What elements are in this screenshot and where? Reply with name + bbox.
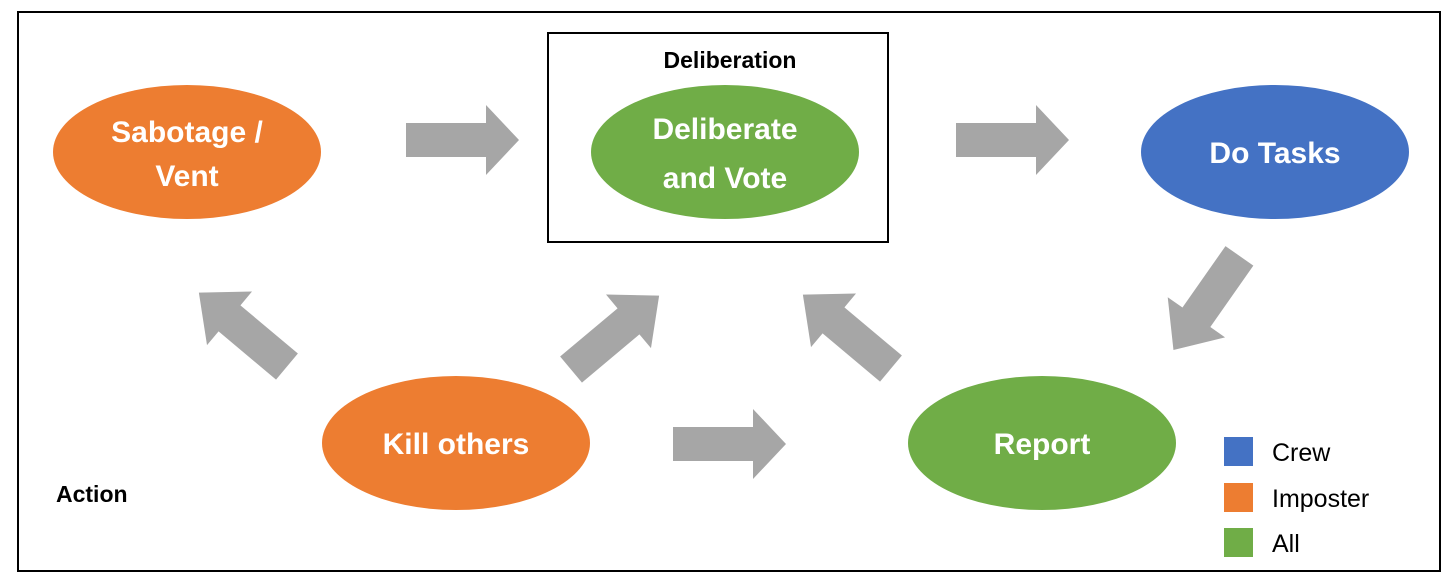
arrow-do-tasks-to-report	[1167, 246, 1254, 351]
deliberation-caption: Deliberation	[664, 47, 797, 73]
node-kill-others: Kill others	[322, 376, 590, 510]
legend-swatch-imposter	[1224, 483, 1253, 512]
legend-swatch-crew	[1224, 437, 1253, 466]
legend: Crew Imposter All	[1224, 437, 1369, 558]
legend-swatch-all	[1224, 528, 1253, 557]
arrow-deliberate-to-do-tasks	[956, 105, 1069, 175]
legend-label-crew: Crew	[1272, 439, 1331, 467]
node-report: Report	[908, 376, 1176, 510]
node-sabotage: Sabotage / Vent	[53, 85, 321, 219]
arrow-kill-to-deliberate	[560, 294, 660, 383]
arrow-kill-to-sabotage	[198, 291, 298, 380]
node-kill-others-label: Kill others	[383, 428, 530, 461]
node-deliberate-line1: Deliberate	[652, 113, 797, 146]
arrow-sabotage-to-deliberate	[406, 105, 519, 175]
action-caption: Action	[56, 481, 128, 507]
legend-label-all: All	[1272, 530, 1300, 558]
node-deliberate-line2: and Vote	[663, 162, 787, 195]
legend-label-imposter: Imposter	[1272, 485, 1369, 513]
node-report-label: Report	[994, 428, 1091, 461]
node-sabotage-line1: Sabotage /	[111, 116, 263, 149]
deliberation-box	[547, 32, 889, 243]
arrow-kill-to-report	[673, 409, 786, 479]
node-do-tasks-label: Do Tasks	[1209, 137, 1340, 170]
node-deliberate: Deliberate and Vote	[591, 85, 859, 219]
arrow-report-to-deliberate	[802, 293, 902, 382]
node-do-tasks: Do Tasks	[1141, 85, 1409, 219]
node-sabotage-line2: Vent	[155, 160, 218, 193]
